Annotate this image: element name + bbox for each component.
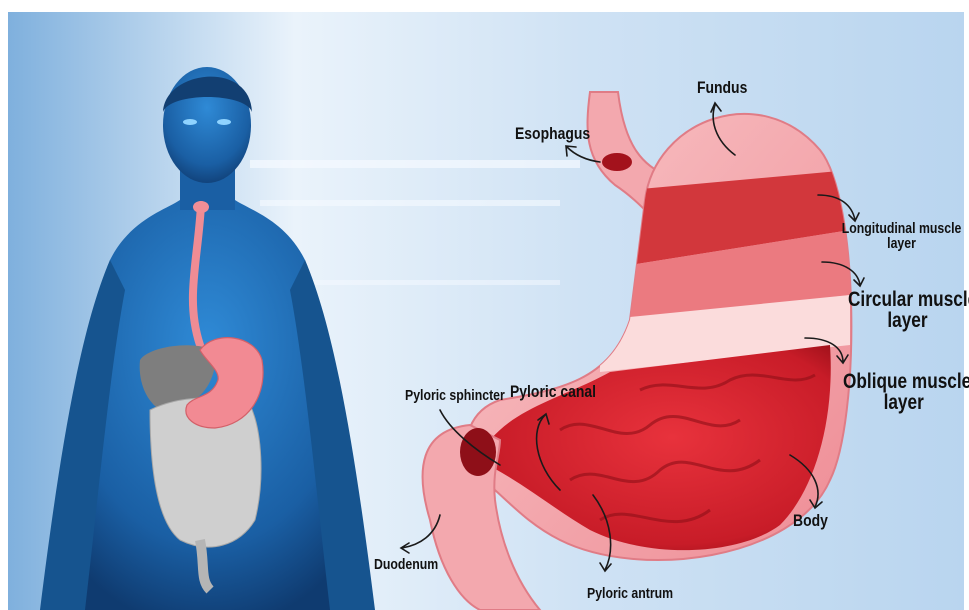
circular-muscle-label: Circular muscle layer	[848, 289, 967, 331]
duodenum-label: Duodenum	[374, 557, 438, 572]
oblique-muscle-label-line2: layer	[843, 392, 964, 413]
background-streak	[250, 160, 580, 168]
longitudinal-muscle-label-line1: Longitudinal muscle	[838, 221, 965, 236]
pyloric-antrum-label: Pyloric antrum	[587, 586, 673, 601]
pyloric-sphincter-opening	[460, 428, 496, 476]
pyloric-canal-label: Pyloric canal	[510, 383, 596, 400]
oblique-muscle-label: Oblique muscle layer	[843, 371, 964, 413]
longitudinal-muscle-label-line2: layer	[838, 236, 965, 251]
circular-muscle-label-line2: layer	[848, 310, 967, 331]
body-label: Body	[793, 512, 828, 529]
fundus-label: Fundus	[697, 79, 747, 96]
figure-eye-right	[217, 119, 231, 125]
circular-muscle-label-line1: Circular muscle	[848, 289, 967, 310]
esophagus-label: Esophagus	[515, 125, 590, 142]
esophagus-opening	[602, 153, 632, 171]
background-streak	[280, 280, 560, 285]
longitudinal-muscle-label: Longitudinal muscle layer	[838, 221, 965, 251]
figure-throat	[193, 201, 209, 213]
oblique-muscle-label-line1: Oblique muscle	[843, 371, 964, 392]
background-streak	[260, 200, 560, 206]
pyloric-sphincter-label: Pyloric sphincter	[405, 388, 505, 403]
figure-eye-left	[183, 119, 197, 125]
